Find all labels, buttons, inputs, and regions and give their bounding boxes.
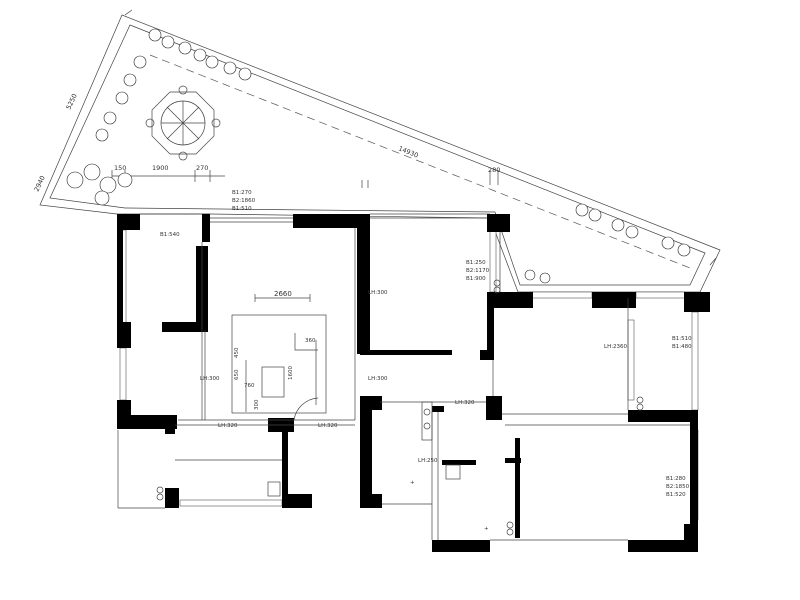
counter [421,401,433,441]
lh300-c: LH:300 [368,376,388,382]
garden-long-dim: 14930 [397,144,419,159]
interior-lines [175,228,690,540]
garden-corner-dim: 2940 [33,174,47,192]
br1-label-1: B1:250 [466,260,486,266]
dining-table-zone [231,294,327,414]
br1-label-3: B1:900 [466,276,486,282]
plus-mark-icon: + [410,480,415,486]
shrub-cluster-top [95,28,252,142]
master-label-2: B2:1850 [666,484,690,490]
top-dim-270: 270 [196,164,208,172]
br2-window-label-2: B1:480 [672,344,692,350]
plus-mark-icon: + [484,526,489,532]
shrub-cluster-left [66,163,133,206]
kitchen-fixtures: + + [156,279,644,536]
top-dim-150: 150 [114,164,126,172]
dining-box [261,366,285,398]
garden-tick [709,257,717,266]
left-room-label: B1:540 [160,232,180,238]
door-swing [293,397,319,421]
master-label-1: B1:280 [666,476,686,482]
garden-tick [124,9,133,16]
dining-rect [231,314,327,414]
garden-inner-line [49,24,706,286]
lh320-b: LH:320 [318,423,338,429]
garden-left-dim: 5250 [65,92,79,110]
top-label-1: B1:270 [232,190,252,196]
left-window-lower [119,347,127,401]
dining-dim-760: 760 [244,383,255,389]
bottom-window [179,499,283,507]
br2-window [529,291,593,299]
garden-dashed-path [149,54,691,269]
dining-dim-650: 650 [234,369,240,380]
shrub-cluster-right [524,203,691,284]
dining-step [294,333,318,351]
dining-dim-1600: 1600 [288,366,294,380]
garden-boundary [39,9,721,293]
garden-small-dim: 280 [488,166,500,174]
lh300-b: LH:300 [200,376,220,382]
top-label-2: B2:1860 [232,198,256,204]
walls [117,214,710,552]
master-label-3: B1:520 [666,492,686,498]
top-label-3: B1:510 [232,206,252,212]
dining-width-dim: 2660 [274,290,292,298]
lh320-a: LH:320 [218,423,238,429]
top-dimension-line [111,170,499,188]
right-window [691,311,699,411]
gazebo-icon [145,85,221,161]
top-dim-1900: 1900 [152,164,169,172]
br2-side-label: LH:2360 [604,344,628,350]
br2-window-label-1: B1:510 [672,336,692,342]
br1-label-2: B2:1170 [466,268,490,274]
sink [445,464,461,480]
br3-window [635,291,687,299]
lh250: LH:250 [418,458,438,464]
dining-dim-450: 450 [234,347,240,358]
dining-dim-300: 300 [254,399,260,410]
dining-dim-360: 360 [305,338,316,344]
lh320-c: LH:320 [455,400,475,406]
br2-side-window [627,319,635,401]
br1-window [489,229,497,293]
lh300-a: LH:300 [368,290,388,296]
toilet [267,481,281,497]
